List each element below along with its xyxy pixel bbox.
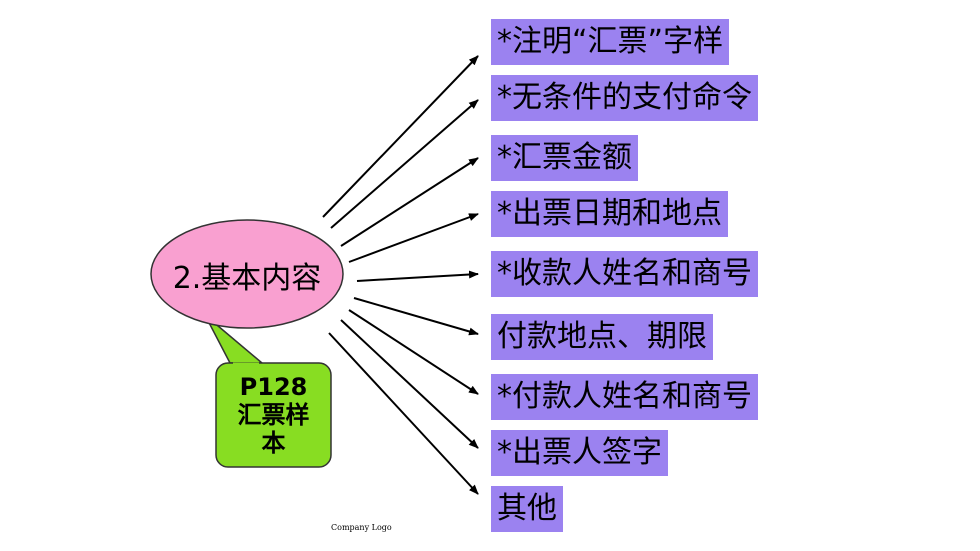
- callout-line-2: 汇票样: [237, 401, 310, 429]
- item-box-7: *付款人姓名和商号: [491, 374, 758, 420]
- item-box-9: 其他: [491, 486, 563, 532]
- item-box-4: *出票日期和地点: [491, 191, 728, 237]
- item-box-8: *出票人签字: [491, 430, 668, 476]
- arrow-7: [348, 309, 479, 395]
- company-logo-text: Company Logo: [331, 523, 392, 532]
- callout-line-1: P128: [239, 373, 308, 401]
- item-box-1: *注明“汇票”字样: [491, 19, 730, 65]
- item-box-2: *无条件的支付命令: [491, 75, 758, 121]
- item-box-3: *汇票金额: [491, 135, 638, 181]
- callout-note: P128 汇票样 本: [216, 363, 331, 467]
- arrow-4: [348, 213, 479, 263]
- item-box-5: *收款人姓名和商号: [491, 251, 758, 297]
- callout-box-shape: [215, 362, 332, 468]
- center-ellipse-shape: [150, 219, 344, 329]
- arrow-6: [353, 297, 479, 336]
- arrow-8: [340, 319, 479, 449]
- arrow-1: [322, 55, 479, 218]
- arrow-9: [328, 332, 479, 495]
- arrow-5: [356, 270, 479, 282]
- arrow-2: [330, 99, 479, 229]
- item-box-6: 付款地点、期限: [491, 314, 713, 360]
- callout-line-3: 本: [261, 429, 286, 457]
- arrow-3: [340, 157, 479, 247]
